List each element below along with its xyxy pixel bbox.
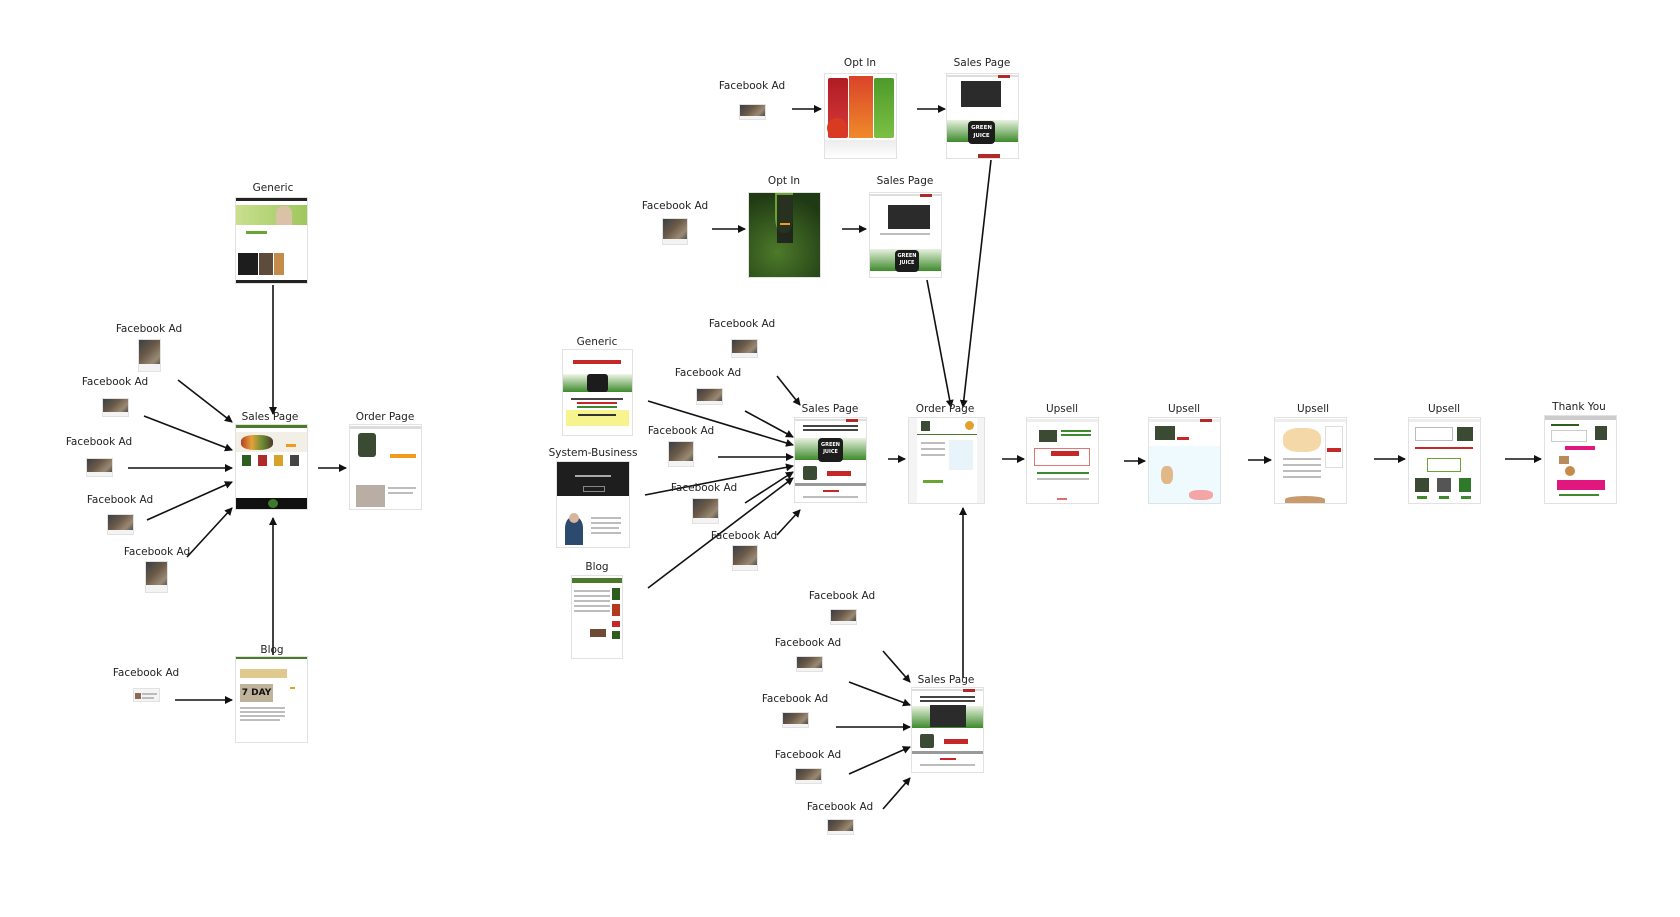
order-page-thumbnail[interactable] (350, 425, 421, 509)
sales-page-thumbnail[interactable]: GREEN JUICE (870, 193, 941, 277)
facebook-ad-thumbnail[interactable] (108, 515, 133, 534)
arrow-m-fb5-to-m-sales (776, 509, 801, 536)
sales-page-thumbnail[interactable]: GREEN JUICE (947, 74, 1018, 158)
node-label-sales-page: Sales Page (876, 175, 934, 187)
system-business-page-thumbnail[interactable] (557, 462, 629, 547)
arrow-m-generic-to-m-sales (647, 400, 794, 447)
facebook-ad-thumbnail[interactable] (87, 459, 112, 476)
facebook-ad-thumbnail[interactable] (103, 399, 128, 416)
arrow-b-fb4-to-b-sales (848, 746, 911, 775)
thank-you-page-thumbnail[interactable] (1545, 416, 1616, 503)
node-label-generic: Generic (576, 336, 618, 348)
green-juice-logo: GREEN JUICE (818, 438, 843, 462)
facebook-ad-thumbnail[interactable] (669, 442, 693, 466)
opt-in-page-thumbnail[interactable] (749, 193, 820, 277)
facebook-ad-thumbnail[interactable] (697, 389, 722, 404)
opt-in-page-thumbnail[interactable] (825, 74, 896, 158)
green-juice-logo: GREEN JUICE (968, 121, 995, 144)
green-juice-logo: GREEN JUICE (895, 250, 919, 272)
node-label-upsell: Upsell (1045, 403, 1079, 415)
facebook-ad-thumbnail[interactable] (134, 689, 159, 701)
node-label-blog: Blog (585, 561, 609, 573)
upsell-page-thumbnail[interactable] (1275, 418, 1346, 503)
node-label-sales-page: Sales Page (801, 403, 859, 415)
node-label-facebook-ad: Facebook Ad (808, 590, 876, 602)
node-label-generic: Generic (252, 182, 294, 194)
arrow-m-system-to-m-sales (644, 463, 794, 496)
node-label-facebook-ad: Facebook Ad (774, 749, 842, 761)
sales-page-thumbnail[interactable]: GREEN JUICE (795, 418, 866, 502)
generic-page-thumbnail[interactable] (236, 198, 307, 283)
arrow-l-fb2-to-l-sales (143, 415, 233, 452)
arrow-b-fb1-to-b-sales (882, 650, 911, 683)
node-label-facebook-ad: Facebook Ad (674, 367, 742, 379)
facebook-ad-thumbnail[interactable] (740, 105, 765, 119)
node-label-opt-in: Opt In (843, 57, 877, 69)
facebook-ad-thumbnail[interactable] (733, 546, 757, 570)
node-label-sales-page: Sales Page (953, 57, 1011, 69)
node-label-facebook-ad: Facebook Ad (761, 693, 829, 705)
node-label-thank-you: Thank You (1552, 401, 1606, 413)
node-label-upsell: Upsell (1427, 403, 1461, 415)
order-page-thumbnail[interactable] (909, 418, 984, 503)
facebook-ad-thumbnail[interactable] (693, 499, 718, 523)
facebook-ad-thumbnail[interactable] (139, 340, 160, 371)
node-label-facebook-ad: Facebook Ad (806, 801, 874, 813)
node-label-facebook-ad: Facebook Ad (710, 530, 778, 542)
arrow-b-fb5-to-b-sales (882, 777, 911, 810)
node-label-order-page: Order Page (355, 411, 415, 423)
node-label-sales-page: Sales Page (917, 674, 975, 686)
sales-page-thumbnail[interactable] (912, 688, 983, 772)
upsell-page-thumbnail[interactable] (1027, 418, 1098, 503)
arrow-l-fb1-to-l-sales (177, 379, 233, 423)
arrow-m-fb1-to-m-sales (776, 375, 801, 406)
sales-page-thumbnail[interactable] (236, 425, 307, 509)
facebook-ad-thumbnail[interactable] (831, 610, 856, 624)
node-label-system-business: System-Business (548, 447, 638, 459)
arrow-m-fb2-to-m-sales (744, 410, 794, 438)
facebook-ad-thumbnail[interactable] (732, 340, 757, 357)
node-label-facebook-ad: Facebook Ad (708, 318, 776, 330)
arrow-l-fb5-to-l-sales (186, 507, 233, 558)
node-label-facebook-ad: Facebook Ad (115, 323, 183, 335)
arrow-t2-sales-to-m-order (926, 279, 954, 408)
node-label-upsell: Upsell (1296, 403, 1330, 415)
facebook-ad-thumbnail[interactable] (797, 657, 822, 671)
facebook-ad-thumbnail[interactable] (663, 219, 687, 244)
blog-page-thumbnail[interactable]: 7 DAY (236, 657, 307, 742)
arrow-t1-sales-to-m-order (959, 159, 992, 408)
arrow-m-fb4-to-m-sales (744, 471, 794, 504)
upsell-page-thumbnail[interactable] (1409, 418, 1480, 503)
upsell-page-thumbnail[interactable] (1149, 418, 1220, 503)
node-label-facebook-ad: Facebook Ad (112, 667, 180, 679)
generic-page-thumbnail[interactable] (563, 350, 632, 435)
node-label-facebook-ad: Facebook Ad (86, 494, 154, 506)
arrow-l-fb4-to-l-sales (146, 481, 233, 521)
node-label-facebook-ad: Facebook Ad (774, 637, 842, 649)
node-label-facebook-ad: Facebook Ad (641, 200, 709, 212)
node-label-opt-in: Opt In (767, 175, 801, 187)
arrow-b-fb2-to-b-sales (848, 681, 911, 707)
node-label-sales-page: Sales Page (241, 411, 299, 423)
facebook-ad-thumbnail[interactable] (796, 769, 821, 783)
node-label-facebook-ad: Facebook Ad (718, 80, 786, 92)
node-label-facebook-ad: Facebook Ad (81, 376, 149, 388)
node-label-facebook-ad: Facebook Ad (65, 436, 133, 448)
node-label-facebook-ad: Facebook Ad (647, 425, 715, 437)
facebook-ad-thumbnail[interactable] (783, 713, 808, 727)
node-label-order-page: Order Page (915, 403, 975, 415)
arrow-m-blog-to-m-sales (647, 477, 794, 589)
node-label-facebook-ad: Facebook Ad (123, 546, 191, 558)
node-label-facebook-ad: Facebook Ad (670, 482, 738, 494)
blog-page-thumbnail[interactable] (572, 576, 622, 658)
node-label-upsell: Upsell (1167, 403, 1201, 415)
facebook-ad-thumbnail[interactable] (828, 820, 853, 834)
node-label-blog: Blog (260, 644, 284, 656)
facebook-ad-thumbnail[interactable] (146, 562, 167, 592)
seven-day-banner: 7 DAY (240, 684, 273, 702)
